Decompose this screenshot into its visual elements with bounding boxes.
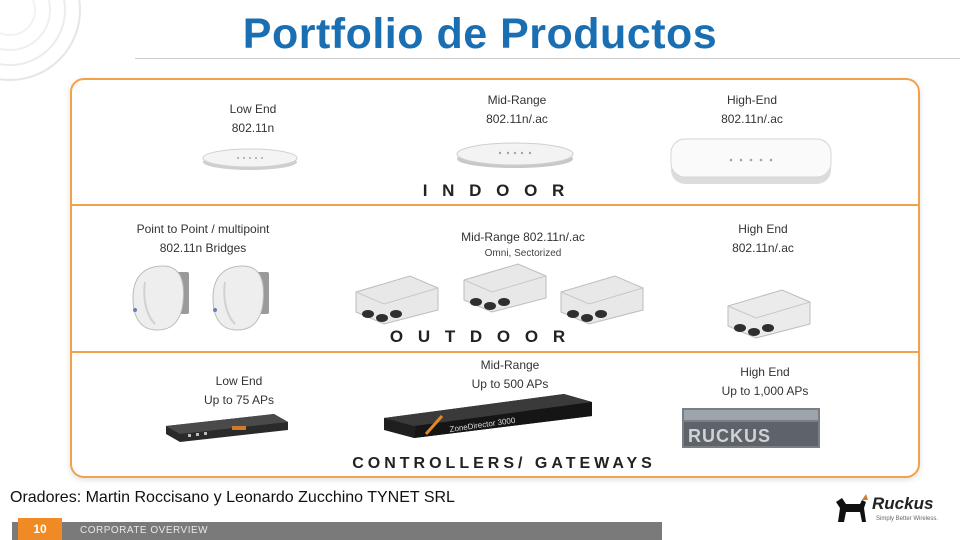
indoor-mid-range-line2: 802.11n/.ac [486, 112, 548, 126]
outdoor-bridges-label: Point to Point / multipoint 802.11n Brid… [137, 220, 270, 258]
ruckus-dog-logo-icon [836, 494, 868, 522]
indoor-low-end-line2: 802.11n [231, 121, 275, 135]
outdoor-mid-range-line1: Mid-Range 802.11n/.ac [461, 230, 585, 244]
title-rule [135, 58, 960, 59]
controllers-section-title: CONTROLLERS/ GATEWAYS [352, 455, 656, 472]
indoor-high-end-line1: High-End [726, 93, 778, 107]
indoor-mid-range-line1: Mid-Range [487, 93, 547, 107]
indoor-low-end-ap-image [202, 148, 298, 170]
controller-low-end-line1: Low End [215, 374, 263, 388]
page-title: Portfolio de Productos [242, 10, 718, 58]
footer-bar [12, 522, 662, 540]
controller-low-end-label: Low End Up to 75 APs [204, 372, 274, 410]
indoor-section-title: I N D O O R [422, 181, 570, 200]
controller-low-end-image [166, 414, 288, 442]
outdoor-mid-unit-3-image [560, 275, 644, 325]
page-number-badge: 10 [18, 518, 62, 540]
indoor-high-end-line2: 802.11n/.ac [721, 112, 783, 126]
indoor-high-end-label: High-End 802.11n/.ac [721, 91, 783, 129]
logo-wordmark: Ruckus [872, 494, 934, 513]
outdoor-high-end-unit-image [727, 289, 811, 339]
outdoor-mid-unit-1-image [355, 275, 439, 325]
outdoor-bridges-line1: Point to Point / multipoint [136, 222, 270, 236]
bridge-right-image [212, 265, 269, 331]
indoor-low-end-line1: Low End [229, 102, 277, 116]
indoor-high-end-ap-image [670, 138, 832, 184]
controller-mid-range-image: ZoneDirector 3000 [384, 394, 592, 438]
outdoor-mid-unit-2-image [463, 263, 547, 313]
speakers-text: Oradores: Martin Roccisano y Leonardo Zu… [10, 489, 455, 506]
section-divider-indoor [72, 204, 918, 206]
outdoor-mid-range-label: Mid-Range 802.11n/.ac Omni, Sectorized [461, 228, 585, 260]
controller-high-end-label: High End Up to 1,000 APs [722, 363, 809, 401]
indoor-low-end-label: Low End 802.11n [230, 100, 277, 138]
outdoor-high-end-line2: 802.11n/.ac [732, 241, 794, 255]
indoor-mid-range-label: Mid-Range 802.11n/.ac [486, 91, 548, 129]
controller-high-end-image: RUCKUS [682, 408, 820, 448]
controller-high-end-device-text: RUCKUS [688, 426, 771, 446]
outdoor-mid-range-line2: Omni, Sectorized [484, 248, 562, 259]
controller-mid-range-label: Mid-Range Up to 500 APs [472, 356, 549, 394]
controller-high-end-line1: High End [740, 365, 790, 379]
controller-mid-range-line1: Mid-Range [480, 358, 540, 372]
controller-low-end-line2: Up to 75 APs [203, 393, 275, 407]
footer-text: CORPORATE OVERVIEW [80, 525, 209, 536]
outdoor-bridges-line2: 802.11n Bridges [159, 241, 247, 255]
controller-high-end-line2: Up to 1,000 APs [721, 384, 809, 398]
decorative-swirl [0, 0, 81, 81]
bridge-left-image [132, 265, 189, 331]
outdoor-high-end-line1: High End [738, 222, 788, 236]
outdoor-high-end-label: High End 802.11n/.ac [732, 220, 794, 258]
section-divider-outdoor [72, 351, 918, 353]
outdoor-section-title: O U T D O O R [389, 327, 571, 346]
logo-tagline: Simply Better Wireless. [876, 516, 939, 522]
indoor-mid-range-ap-image [456, 142, 574, 168]
controller-mid-range-line2: Up to 500 APs [471, 377, 549, 391]
